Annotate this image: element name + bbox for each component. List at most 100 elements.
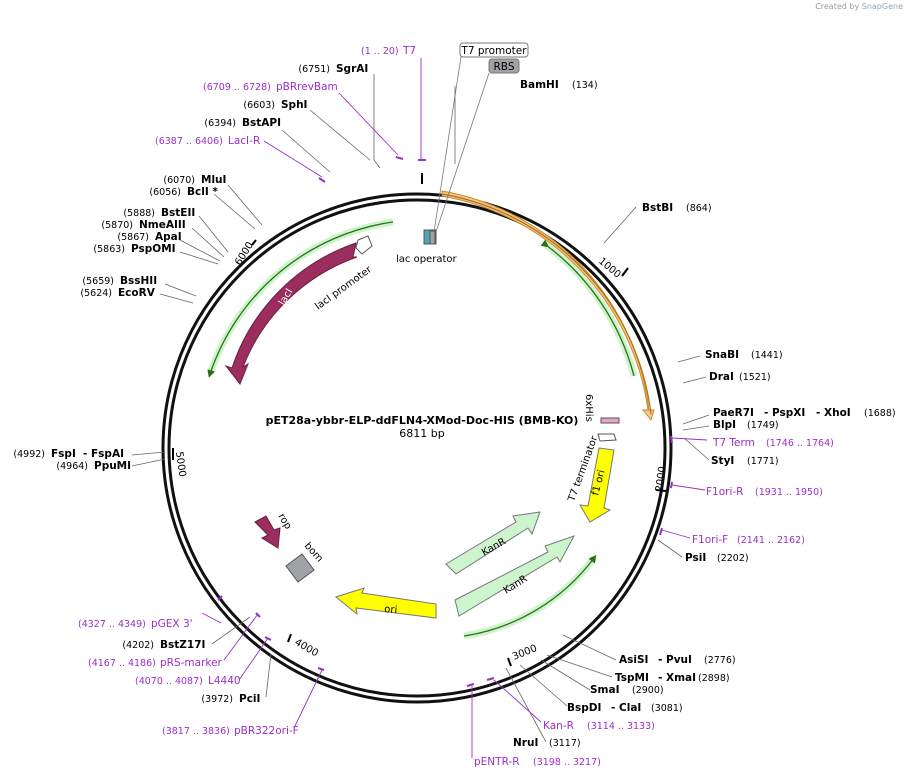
mlui-name: MluI xyxy=(201,174,226,186)
prs-marker-name: pRS-marker xyxy=(160,657,223,669)
pentr-r-name: pENTR-R xyxy=(474,756,520,768)
svg-text:RBS: RBS xyxy=(494,61,515,73)
snabi-pos: (1441) xyxy=(751,350,783,361)
tick-3000: 3000 xyxy=(507,643,539,667)
laci-r-pos: (6387 .. 6406) xyxy=(155,136,223,147)
asisi-name: AsiSI xyxy=(619,654,648,666)
ppumi-name: PpuMI xyxy=(94,460,131,472)
tspmi-pos: (2898) xyxy=(698,673,730,684)
nrui-name: NruI xyxy=(513,737,538,749)
blpi-name: BlpI xyxy=(713,419,736,431)
f1ori-f-name: F1ori-F xyxy=(692,534,728,546)
kanr-feature-b xyxy=(454,535,576,617)
bstz17i-pos: (4202) xyxy=(122,640,154,651)
pcii-pos: (3972) xyxy=(201,694,233,705)
drai-pos: (1521) xyxy=(739,372,771,383)
tick-4000: 4000 xyxy=(287,633,321,659)
nrui-pos: (3117) xyxy=(549,738,581,749)
svg-text:3000: 3000 xyxy=(511,643,539,663)
bcli-name: BclI * xyxy=(187,186,218,198)
primer-binding-marks xyxy=(217,156,673,687)
plasmid-backbone-inner xyxy=(167,198,667,698)
bstbi-pos: (864) xyxy=(686,203,712,214)
kan-r-pos: (3114 .. 3133) xyxy=(587,721,655,732)
laci-feature xyxy=(224,242,358,385)
pspomi-name: PspOMI xyxy=(131,243,176,255)
bom-feature xyxy=(285,553,315,583)
nmeaiii-name: NmeAIII xyxy=(139,219,186,231)
blpi-pos: (1749) xyxy=(747,420,779,431)
bamhi-name: BamHI xyxy=(520,79,559,91)
t7-term-primer-pos: (1746 .. 1764) xyxy=(766,438,834,449)
his6-feature xyxy=(600,417,620,424)
pbrrevbam-pos: (6709 .. 6728) xyxy=(203,82,271,93)
bsteii-name: BstEII xyxy=(161,207,195,219)
xhoi-name: - XhoI xyxy=(816,407,851,419)
bsshii-pos: (5659) xyxy=(82,276,114,287)
pspxi-name: - PspXI xyxy=(764,407,805,419)
f1-ori-feature xyxy=(579,447,615,523)
paer7i-pos: (1688) xyxy=(864,408,896,419)
laci-promoter-feature xyxy=(355,235,373,255)
ori-feature xyxy=(334,587,437,619)
svg-text:5000: 5000 xyxy=(173,451,187,478)
f1ori-r-name: F1ori-R xyxy=(706,486,743,498)
bstz17i-name: BstZ17I xyxy=(160,639,205,651)
laci-r-name: LacI-R xyxy=(228,135,260,147)
ecorv-name: EcoRV xyxy=(118,287,156,299)
pgex3-name: pGEX 3' xyxy=(151,618,193,630)
ori-label: ori xyxy=(384,604,398,616)
bcli-pos: (6056) xyxy=(149,187,181,198)
bamhi-pos: (134) xyxy=(572,80,598,91)
orange-feature-arc xyxy=(441,190,655,422)
pcii-name: PciI xyxy=(239,693,260,705)
bsteii-pos: (5888) xyxy=(123,208,155,219)
fspai-name: - FspAI xyxy=(83,448,124,460)
primer-leader-lines xyxy=(201,58,708,758)
his6-label: 6xHis xyxy=(583,394,594,422)
ppumi-pos: (4964) xyxy=(56,461,88,472)
bspdi-pos: (3081) xyxy=(651,703,683,714)
f1ori-f-pos: (2141 .. 2162) xyxy=(737,535,805,546)
tspmi-name: TspMI xyxy=(615,672,649,684)
plasmid-name: pET28a-ybbr-ELP-ddFLN4-XMod-Doc-HIS (BMB… xyxy=(266,414,579,427)
rbs-leader xyxy=(435,72,490,233)
bstapi-pos: (6394) xyxy=(204,118,236,129)
pgex3-pos: (4327 .. 4349) xyxy=(78,619,146,630)
t7-primer-name: T7 xyxy=(402,45,416,57)
kanr-feature-a xyxy=(445,511,541,575)
l4440-pos: (4070 .. 4087) xyxy=(135,676,203,687)
lac-operator-label: lac operator xyxy=(396,254,457,265)
green-arrow-right xyxy=(540,239,635,377)
svg-text:4000: 4000 xyxy=(293,637,321,659)
pbr322ori-f-name: pBR322ori-F xyxy=(234,725,299,737)
plasmid-backbone-outer xyxy=(161,192,673,704)
asisi-pos: (2776) xyxy=(704,655,736,666)
svg-text:T7 promoter: T7 promoter xyxy=(460,45,527,57)
rop-feature xyxy=(254,515,281,549)
mlui-pos: (6070) xyxy=(163,175,195,186)
apai-pos: (5867) xyxy=(117,232,149,243)
t7-primer-pos: (1 .. 20) xyxy=(361,46,399,57)
smai-pos: (2900) xyxy=(632,685,664,696)
orange-feature-line xyxy=(441,193,652,415)
apai-name: ApaI xyxy=(155,231,182,243)
bstapi-name: BstAPI xyxy=(242,117,281,129)
green-arrow-bottom xyxy=(463,554,597,637)
rbs-box: RBS xyxy=(488,58,520,74)
tick-5000: 5000 xyxy=(172,448,187,478)
snapgene-watermark: Created by SnapGene xyxy=(815,2,903,11)
drai-name: DraI xyxy=(709,371,734,383)
fspi-pos: (4992) xyxy=(13,449,45,460)
t7-promoter-box: T7 promoter xyxy=(459,42,529,58)
snabi-name: SnaBI xyxy=(705,349,739,361)
bstbi-name: BstBI xyxy=(642,202,673,214)
styi-name: StyI xyxy=(711,455,734,467)
prs-marker-pos: (4167 .. 4186) xyxy=(88,658,156,669)
psii-name: PsiI xyxy=(685,552,706,564)
green-feature-right xyxy=(543,242,638,377)
l4440-name: L4440 xyxy=(208,675,241,687)
bsshii-name: BssHII xyxy=(120,275,157,287)
plasmid-size: 6811 bp xyxy=(399,427,444,440)
sgrai-name: SgrAI xyxy=(336,63,368,75)
